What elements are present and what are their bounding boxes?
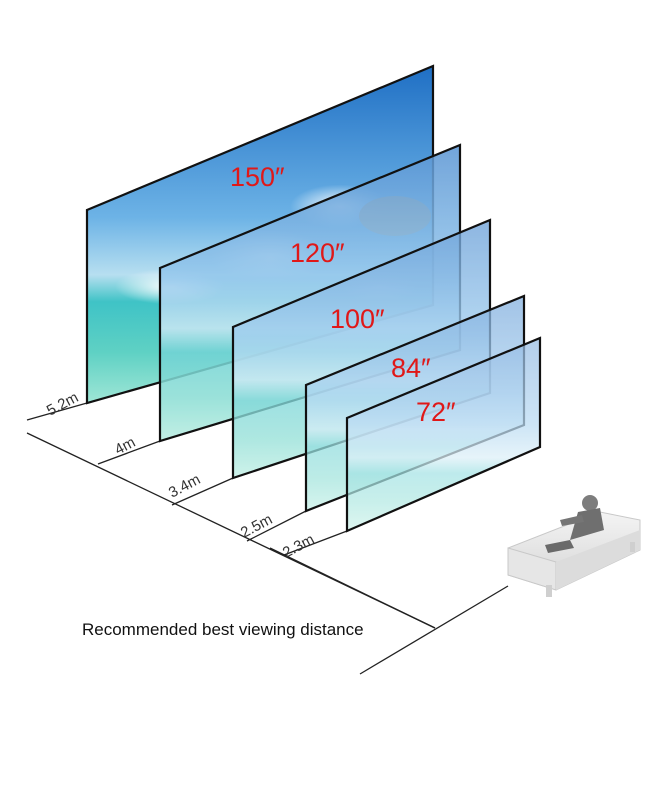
- size-label: 150″: [230, 162, 285, 192]
- screens-group: [87, 66, 540, 531]
- distance-label: 2.3m: [280, 531, 317, 562]
- distance-label: 4m: [112, 434, 138, 459]
- distance-label: 2.5m: [238, 511, 275, 542]
- floor-line-sofa: [360, 586, 508, 674]
- floor-line-long: [270, 548, 435, 628]
- size-label: 120″: [290, 238, 345, 268]
- distance-label: 3.4m: [166, 471, 203, 502]
- caption-text: Recommended best viewing distance: [82, 620, 364, 640]
- size-label: 100″: [330, 304, 385, 334]
- size-label: 72″: [416, 397, 456, 427]
- size-label: 84″: [391, 353, 431, 383]
- sofa-with-viewer-icon: [508, 495, 640, 597]
- distance-label: 5.2m: [44, 389, 81, 420]
